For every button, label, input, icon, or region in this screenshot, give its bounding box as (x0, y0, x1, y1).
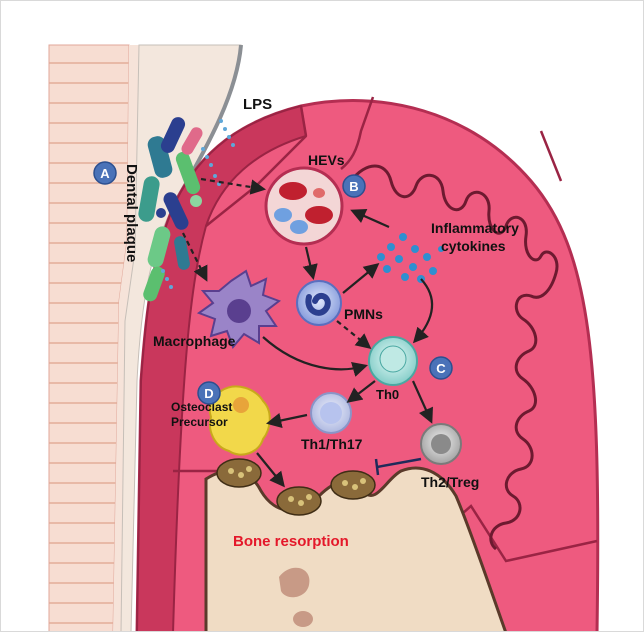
badge-a: A (94, 162, 116, 184)
th2-treg-cell (421, 424, 461, 464)
svg-text:A: A (100, 166, 110, 181)
pmn-cell (297, 281, 341, 325)
svg-text:D: D (204, 386, 213, 401)
bone-resorption-label: Bone resorption (233, 533, 349, 550)
th2-treg-label: Th2/Treg (421, 474, 479, 490)
dental-plaque-label: Dental plaque (123, 164, 140, 262)
hevs-label: HEVs (308, 152, 345, 168)
th1-th17-cell (311, 393, 351, 433)
precursor-label: Precursor (171, 415, 228, 429)
pmns-label: PMNs (344, 306, 383, 322)
inflammatory-label: Inflammatory (431, 220, 519, 236)
th1-th17-label: Th1/Th17 (301, 436, 363, 452)
badge-d: D (198, 382, 220, 404)
th0-label: Th0 (376, 387, 399, 402)
lps-label: LPS (243, 96, 272, 113)
badge-b: B (343, 175, 365, 197)
macrophage-label: Macrophage (153, 333, 236, 349)
cytokines-label: cytokines (441, 238, 506, 254)
badge-c: C (430, 357, 452, 379)
th0-cell (369, 337, 417, 385)
svg-text:B: B (349, 179, 358, 194)
hev-vessel (266, 168, 342, 244)
bone-marrow-spot (293, 611, 313, 627)
svg-text:C: C (436, 361, 446, 376)
